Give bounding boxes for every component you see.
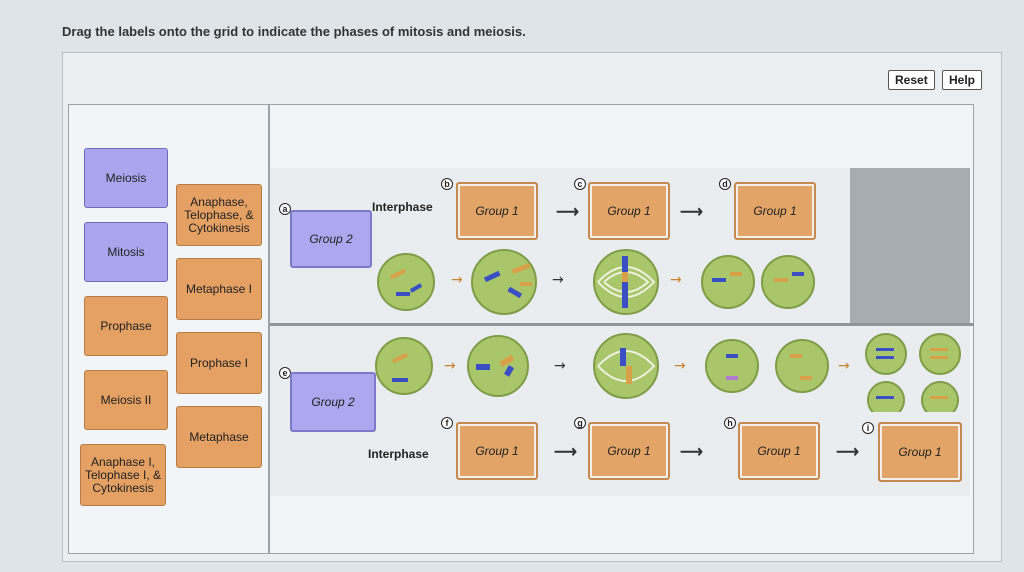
drop-target-group1-i[interactable]: Group 1: [878, 422, 962, 482]
arrow-right: ⟶: [836, 444, 859, 461]
marker-g: g: [574, 417, 586, 429]
label-meiosis-ii[interactable]: Meiosis II: [84, 370, 168, 430]
svg-text:→: →: [674, 358, 686, 374]
label-line: Cytokinesis: [92, 480, 154, 495]
svg-text:→: →: [451, 272, 463, 288]
label-prophase-i[interactable]: Prophase I: [176, 332, 262, 394]
arrow-right: ⟶: [554, 444, 577, 461]
help-button[interactable]: Help: [942, 70, 983, 90]
label-line: Telophase I, &: [84, 467, 162, 482]
mitosis-cell-illustrations: → → →: [377, 249, 815, 315]
svg-text:→: →: [554, 358, 566, 374]
row-divider: [270, 323, 974, 326]
label-line: Cytokinesis: [188, 220, 250, 235]
label-anaphase-i-telophase-i-cytokinesis[interactable]: Anaphase I, Telophase I, & Cytokinesis: [80, 444, 166, 506]
arrow-right: ⟶: [680, 444, 703, 461]
label-anaphase-telophase-cytokinesis[interactable]: Anaphase, Telophase, & Cytokinesis: [176, 184, 262, 246]
marker-f: f: [441, 417, 453, 429]
label-metaphase-i[interactable]: Metaphase I: [176, 258, 262, 320]
label-bank-divider: [268, 104, 270, 554]
drop-target-group1-d[interactable]: Group 1: [734, 182, 816, 240]
meiosis-cell-illustrations: → → → →: [375, 333, 961, 412]
label-line: Anaphase I,: [90, 454, 156, 469]
empty-grid-cell: [850, 168, 970, 324]
drop-target-group2-e[interactable]: Group 2: [290, 372, 376, 432]
marker-i: i: [862, 422, 874, 434]
svg-text:→: →: [838, 358, 850, 374]
instruction-text: Drag the labels onto the grid to indicat…: [62, 24, 526, 39]
svg-text:→: →: [552, 272, 564, 288]
drop-target-group1-f[interactable]: Group 1: [456, 422, 538, 480]
marker-b: b: [441, 178, 453, 190]
arrow-right: ⟶: [556, 204, 579, 221]
label-line: Anaphase,: [190, 194, 248, 209]
svg-text:→: →: [444, 358, 456, 374]
reset-button[interactable]: Reset: [888, 70, 935, 90]
drop-target-group1-c[interactable]: Group 1: [588, 182, 670, 240]
label-metaphase[interactable]: Metaphase: [176, 406, 262, 468]
interphase-label-bottom: Interphase: [368, 447, 429, 461]
marker-h: h: [724, 417, 736, 429]
svg-text:→: →: [670, 272, 682, 288]
marker-c: c: [574, 178, 586, 190]
label-prophase[interactable]: Prophase: [84, 296, 168, 356]
drop-target-group2-a[interactable]: Group 2: [290, 210, 372, 268]
marker-d: d: [719, 178, 731, 190]
interphase-label-top: Interphase: [372, 200, 433, 214]
arrow-right: ⟶: [680, 204, 703, 221]
drop-target-group1-h[interactable]: Group 1: [738, 422, 820, 480]
drop-target-group1-b[interactable]: Group 1: [456, 182, 538, 240]
label-mitosis[interactable]: Mitosis: [84, 222, 168, 282]
label-line: Telophase, &: [184, 207, 254, 222]
label-meiosis[interactable]: Meiosis: [84, 148, 168, 208]
drop-target-group1-g[interactable]: Group 1: [588, 422, 670, 480]
marker-a: a: [279, 203, 291, 215]
